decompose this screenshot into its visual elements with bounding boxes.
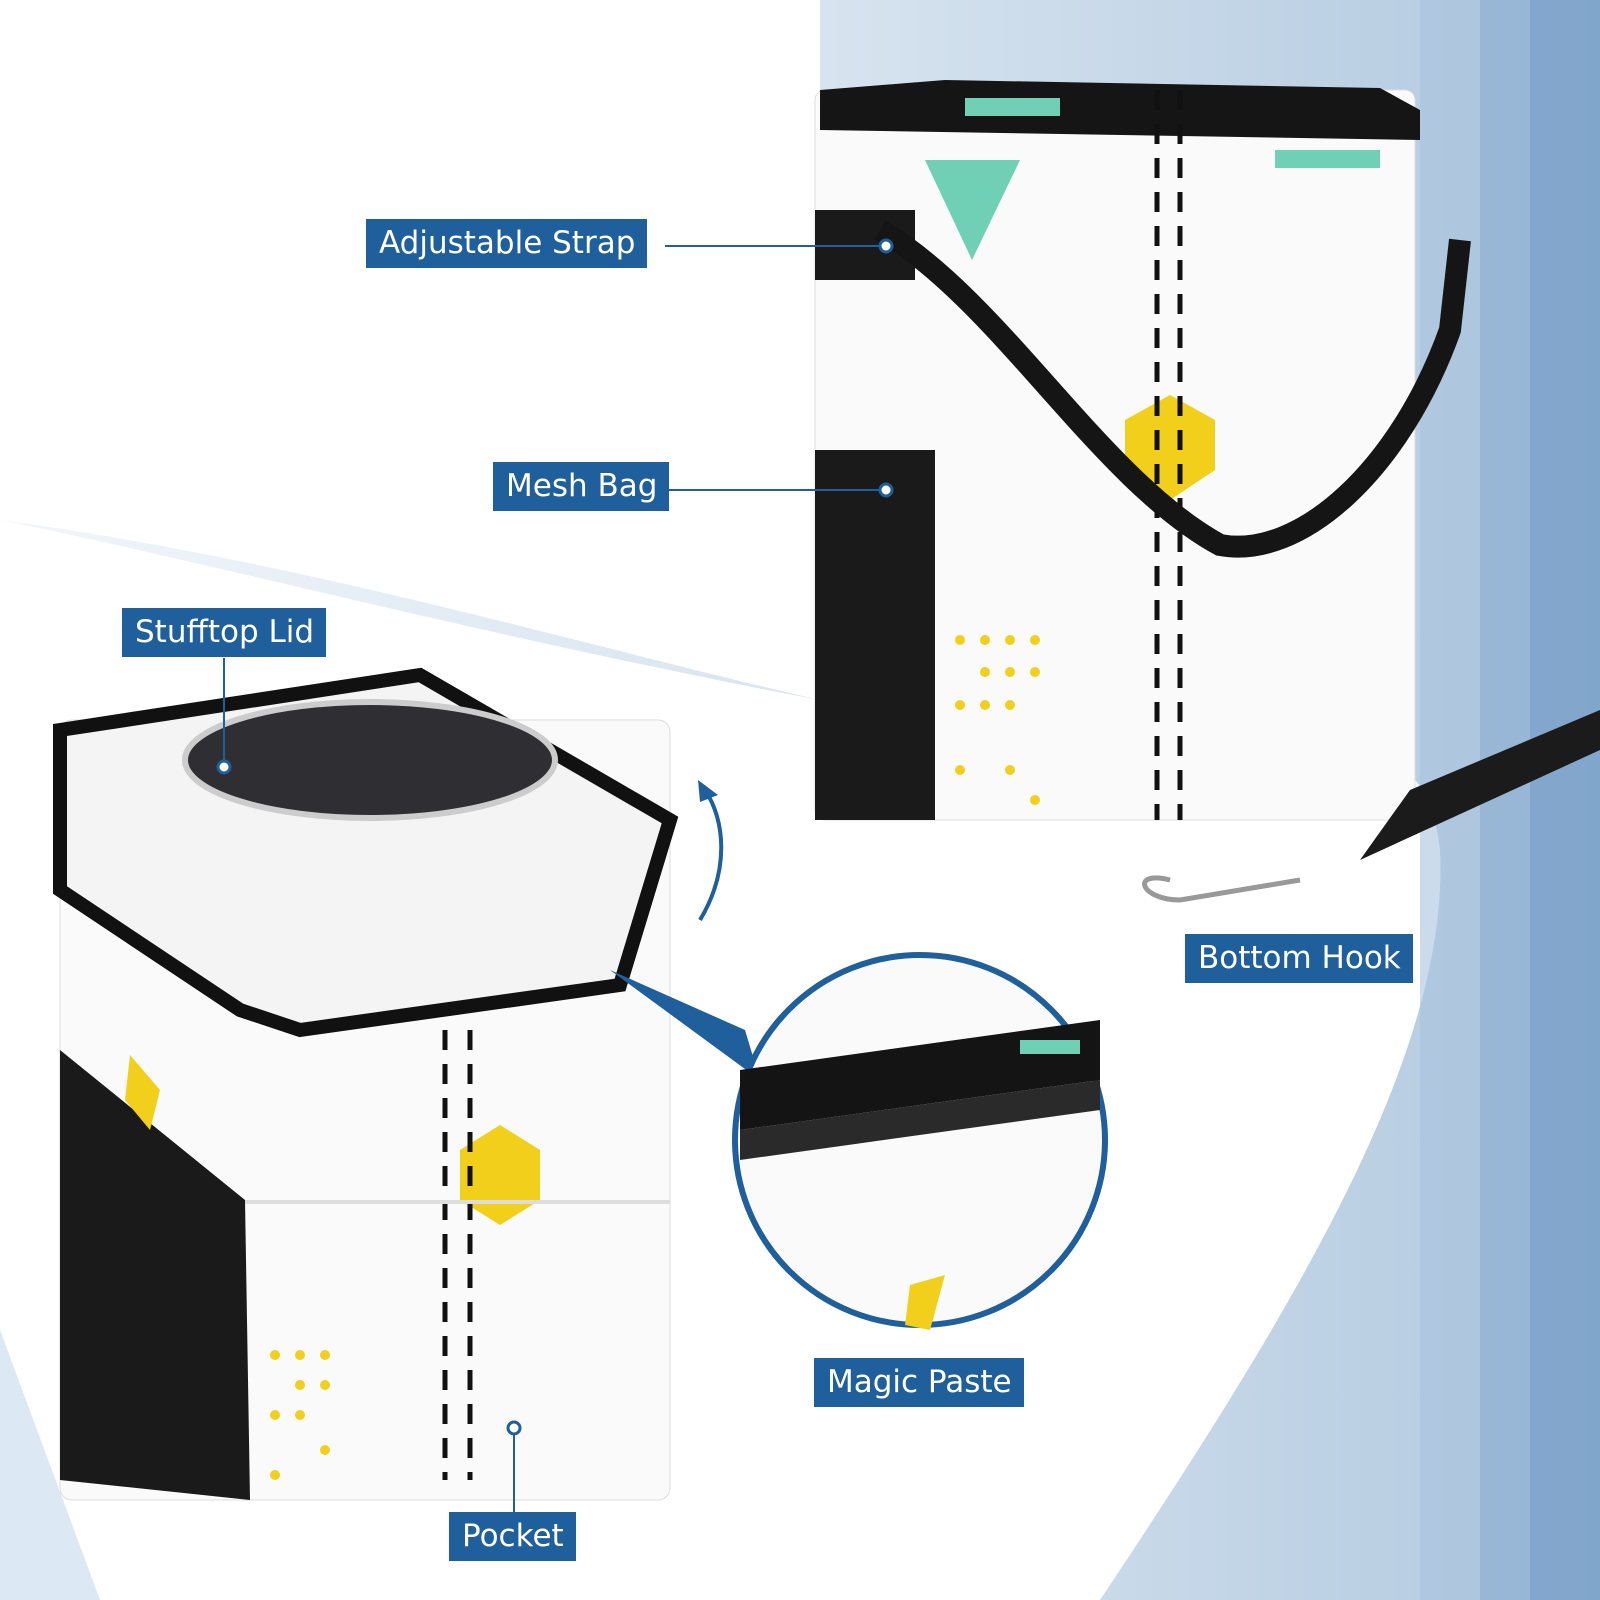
callout-connectors bbox=[216, 238, 894, 1512]
label-mesh-bag: Mesh Bag bbox=[493, 462, 670, 511]
label-adjustable-strap: Adjustable Strap bbox=[366, 219, 648, 268]
bag-side-view bbox=[814, 80, 1600, 903]
magic-paste-detail bbox=[610, 952, 1108, 1330]
bag-front-view bbox=[53, 667, 724, 1501]
label-bottom-hook: Bottom Hook bbox=[1185, 934, 1413, 983]
label-stufftop-lid: Stufftop Lid bbox=[122, 608, 327, 657]
label-magic-paste: Magic Paste bbox=[814, 1358, 1024, 1407]
label-pocket: Pocket bbox=[449, 1512, 576, 1561]
